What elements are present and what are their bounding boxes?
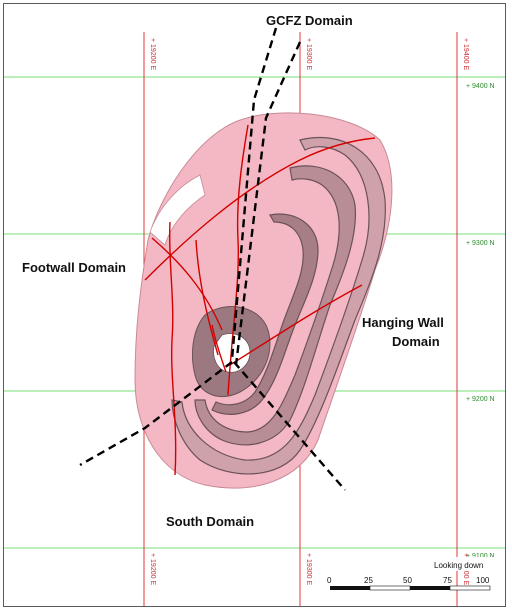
pit-bench-band-2 [194,165,357,446]
hanging-wall-domain-label-line2: Domain [392,334,440,349]
gcfz-boundary-west [230,27,278,361]
easting-label-top: + 19400 E [462,38,469,70]
south-domain-boundary [79,361,233,467]
footwall-domain-label: Footwall Domain [22,260,126,275]
fault-line [229,284,363,366]
fault-line [168,221,177,476]
hanging-wall-boundary [233,361,346,491]
pit-bench-band-1 [171,136,386,475]
fault-line [144,137,376,281]
easting-label-bottom: + 19200 E [149,553,156,585]
scale-segment [330,586,370,590]
gcfz-domain-label: GCFZ Domain [266,13,353,28]
scale-tick: 75 [443,576,452,585]
scale-tick: 50 [403,576,412,585]
scale-title: Looking down [434,561,483,570]
fault-line [211,324,227,373]
fault-line [195,239,219,356]
easting-label-top: + 19200 E [149,38,156,70]
scale-tick: 100 [476,576,490,585]
pit-west-ramp [149,174,206,246]
fault-traces [144,124,376,476]
easting-label-top: + 19300 E [305,38,312,70]
scale-title-bg [426,557,496,571]
pit-bench-band-3 [211,213,319,415]
south-domain-label: South Domain [166,514,254,529]
easting-label-bottom: + 19300 E [305,553,312,585]
scale-segment [369,585,411,591]
gcfz-boundary-east [234,41,302,366]
scale-segment [449,585,491,591]
scale-tick: 0 [327,576,332,585]
scale-bar: Looking down 0 25 50 75 100 [327,557,496,591]
northing-label: + 9400 N [466,83,495,90]
northing-label: + 9200 N [466,396,495,403]
northing-label: + 9300 N [466,240,495,247]
pit-shell [134,112,393,489]
northing-label: + 9100 N [466,553,495,560]
fault-line [151,237,223,331]
scale-tick: 25 [364,576,373,585]
domain-boundaries [79,27,346,491]
fault-line [227,124,249,396]
scale-segment [410,586,450,590]
hanging-wall-domain-label-line1: Hanging Wall [362,315,444,330]
